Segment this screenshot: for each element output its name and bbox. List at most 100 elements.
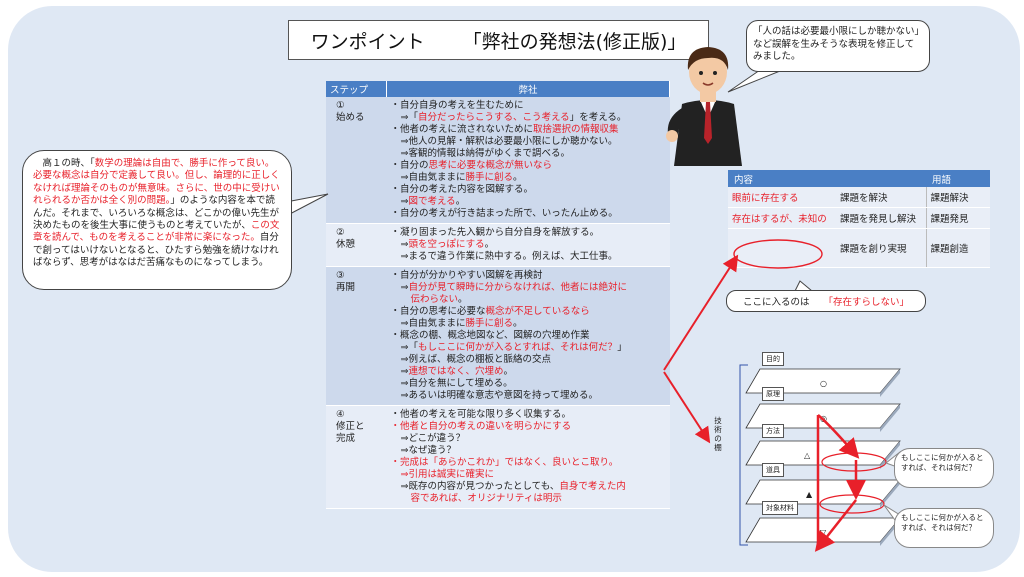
step-number: ④ [336, 409, 345, 420]
title-prefix: ワンポイント [310, 30, 425, 53]
terms-term-cell: 課題発見 [925, 207, 990, 229]
note-text: ここに入るのは [742, 297, 810, 308]
line-text: ・他者の考えを可能な限り多く収集する。 [390, 409, 572, 420]
content-line: ⇒まるで違う作業に熱中する。例えば、大工仕事。 [391, 251, 666, 263]
bubble-text: 高１の時、「 [33, 158, 95, 169]
col-company-header: 弊社 [386, 81, 670, 97]
content-line: ・自分が分かりやすい図解を再検討 [391, 270, 666, 282]
shelf-symbol: ▽ [820, 528, 827, 537]
shelf-ellipse-2 [819, 494, 885, 514]
terms-table: 内容 用語 眼前に存在する課題を解決課題解決存在はするが、未知の課題を発見し解決… [728, 170, 990, 268]
line-highlight: 連想ではなく、穴埋め [408, 366, 504, 377]
line-text: ⇒あるいは明確な意志や意図を持って埋める。 [400, 390, 599, 401]
shelf-label: 方法 [762, 424, 784, 438]
line-text: ⇒客観的情報は納得がゆくまで調べる。 [400, 148, 570, 159]
line-highlight: 図で考える [408, 196, 456, 207]
content-line: ⇒既存の内容が見つかったとしても、自身で考えた内 [391, 481, 666, 493]
line-highlight: ・他者と自分の考えの違いを明らかにする [390, 421, 572, 432]
shelf-vertical-label: 技術の棚 [714, 416, 722, 452]
line-text: ⇒「 [400, 112, 418, 123]
line-text: ⇒なぜ違う？ [400, 445, 456, 456]
content-line: ⇒自分が見て瞬時に分からなければ、他者には絶対に [391, 282, 666, 294]
step-name: 休憩 [336, 239, 356, 250]
step-number: ③ [336, 270, 345, 281]
left-speech-bubble: 高１の時、「数学の理論は自由で、勝手に作って良い。必要な概念は自分で定義して良い… [22, 150, 292, 290]
line-text: ・自分の思考に必要な [390, 306, 486, 317]
content-line: ⇒自分を無にして埋める。 [391, 378, 666, 390]
shelf-label: 原理 [762, 387, 784, 401]
terms-text-cell: 課題を創り実現 [836, 228, 926, 268]
content-line: ・概念の棚、概念地図など、図解の穴埋め作業 [391, 330, 666, 342]
line-highlight: ⇒引用は誠実に確実に [400, 469, 494, 480]
line-highlight: ・完成は「あらかこれか」ではなく、良いとこ取り。 [390, 457, 619, 468]
content-line: ⇒例えば、概念の棚板と脈絡の交点 [391, 354, 666, 366]
shelf-bracket [739, 364, 748, 546]
shelf-symbol: △ [804, 451, 811, 460]
line-text-tail: 。 [484, 239, 495, 250]
line-text-tail: 。 [512, 172, 523, 183]
arrow-to-terms [663, 254, 739, 371]
content-line: ⇒頭を空っぽにする。 [391, 239, 666, 251]
line-text: ⇒ [400, 196, 409, 207]
red-arrow-1 [817, 414, 860, 459]
line-text: ⇒自由気ままに [400, 172, 466, 183]
shelf-plane-edge [880, 404, 900, 432]
line-highlight: 伝わらない [410, 294, 459, 305]
line-text-tail: 。 [458, 294, 468, 305]
terms-content-cell: 存在はするが、未知の [728, 207, 836, 229]
bubble-text: 自分で創ってはいけないとなると、ひたすら勉強を続けなければならず、思考がはなはだ… [33, 232, 279, 269]
line-highlight: もしここに何かが入るとすれば、それは何だ？ [417, 342, 618, 353]
line-text: ⇒既存の内容が見つかったとしても、 [400, 481, 560, 492]
terms-red-text: 存在はするが、未知の [732, 214, 827, 225]
content-line: ・自分の思考に必要な概念が不足しているなら [391, 306, 666, 318]
content-line: ⇒「自分だったらこうする、こう考える」を考える。 [391, 112, 666, 124]
content-line: ・他者と自分の考えの違いを明らかにする [391, 421, 666, 433]
terms-col-term: 用語 [926, 170, 990, 187]
line-text: ・凝り固まった先入観から自分自身を解放する。 [390, 227, 600, 238]
content-line: ⇒客観的情報は納得がゆくまで調べる。 [391, 148, 666, 160]
small-bubble-2-text: もしここに何かが入るとすれば、それは何だ？ [901, 513, 984, 532]
line-text-tail: 。 [503, 366, 513, 377]
bubble-highlight: 数学の理論は自由で、勝手に作って良い。必要な概念は自分で定義して良い。但し、論理… [33, 158, 280, 207]
shelf-label: 対象材料 [762, 501, 798, 515]
line-text: ⇒まるで違う作業に熱中する。例えば、大工仕事。 [400, 251, 618, 262]
arrow-to-shelf [663, 371, 711, 444]
content-line: ・自分自身の考えを生むために [391, 100, 666, 112]
note-red: 「存在すらしない」 [823, 297, 910, 308]
line-highlight: 概念が不足しているなら [485, 306, 590, 317]
content-cell: ・自分自身の考えを生むために⇒「自分だったらこうする、こう考える」を考える。・他… [386, 97, 670, 224]
col-step-header: ステップ [326, 81, 387, 97]
small-bubble-2: もしここに何かが入るとすれば、それは何だ？ [894, 508, 994, 548]
shelf-plane-edge [880, 369, 900, 397]
line-text-tail: 」 [617, 342, 627, 353]
line-text-tail: 」を考える。 [569, 112, 627, 123]
line-text: ⇒自分を無にして埋める。 [400, 378, 513, 389]
content-line: ・凝り固まった先入観から自分自身を解放する。 [391, 227, 666, 239]
content-line: ・自分の考えが行き詰まった所で、いったん止める。 [391, 208, 666, 220]
content-line: ・自分の考えた内容を図解する。 [391, 184, 666, 196]
line-text: ・自分自身の考えを生むために [390, 100, 524, 111]
line-text: ⇒他人の見解・解釈は必要最小限にしか聴かない。 [400, 136, 618, 147]
step-name: 始める [336, 112, 365, 123]
line-highlight: 自身で考えた内 [559, 481, 626, 492]
terms-row: 課題を創り実現課題創造 [728, 228, 990, 268]
line-highlight: 容であれば、オリジナリティは明示 [410, 493, 562, 504]
step-number: ② [336, 227, 345, 238]
content-line: ⇒連想ではなく、穴埋め。 [391, 366, 666, 378]
shelf-label: 目的 [762, 352, 784, 366]
note-box: ここに入るのは 「存在すらしない」 [726, 290, 926, 312]
shelf-symbol: ○ [820, 379, 827, 388]
step-name: 再開 [336, 282, 356, 293]
content-line: ・完成は「あらかこれか」ではなく、良いとこ取り。 [391, 457, 666, 469]
shelf-ellipse-1 [821, 452, 887, 472]
line-text-tail: 。 [512, 318, 523, 329]
title-main: 「弊社の発想法(修正版)」 [462, 30, 687, 53]
line-text: ⇒ [400, 282, 409, 293]
